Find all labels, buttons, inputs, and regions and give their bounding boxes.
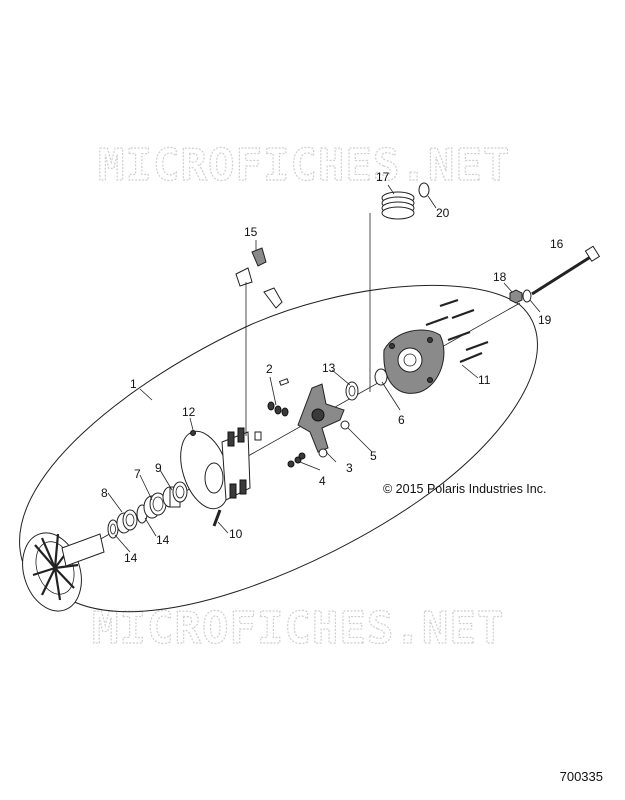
bolt-16 xyxy=(531,245,601,296)
screw-10 xyxy=(212,509,222,527)
callout-10: 10 xyxy=(229,527,243,541)
watermark-bottom: MICROFICHES.NET xyxy=(92,603,504,654)
fittings-15 xyxy=(235,247,283,309)
assembly-outline xyxy=(19,284,538,613)
bolts-11 xyxy=(425,298,489,364)
callout-2: 2 xyxy=(266,362,273,376)
callout-20: 20 xyxy=(436,206,450,220)
callout-9: 9 xyxy=(155,461,162,475)
callout-14-right: 14 xyxy=(156,533,170,547)
spring-17 xyxy=(381,191,415,220)
callout-14-left: 14 xyxy=(124,551,138,565)
callout-5: 5 xyxy=(370,449,377,463)
callout-15: 15 xyxy=(244,225,258,239)
callout-7: 7 xyxy=(134,467,141,481)
cover xyxy=(383,329,445,394)
spring-seat-13 xyxy=(345,381,359,401)
o-ring-20 xyxy=(418,182,430,198)
callout-18: 18 xyxy=(493,270,507,284)
callout-16: 16 xyxy=(550,237,564,251)
callout-6: 6 xyxy=(398,413,405,427)
bushing-8 xyxy=(116,509,138,534)
callout-12: 12 xyxy=(182,405,196,419)
callout-17: 17 xyxy=(376,170,390,184)
bushing-7 xyxy=(143,492,167,519)
document-number: 700335 xyxy=(559,769,603,784)
washer-19 xyxy=(522,289,532,303)
callout-3: 3 xyxy=(346,461,353,475)
callout-1: 1 xyxy=(130,377,137,391)
callout-11: 11 xyxy=(478,373,491,387)
spacer-9 xyxy=(162,481,188,508)
copyright-notice: © 2015 Polaris Industries Inc. xyxy=(383,482,547,496)
nut-18 xyxy=(509,289,523,304)
moveable-sheave xyxy=(180,427,251,510)
callout-13: 13 xyxy=(322,361,336,375)
stationary-sheave xyxy=(22,532,105,612)
callout-4: 4 xyxy=(319,474,326,488)
weight-pins-2 xyxy=(254,378,290,441)
callout-8: 8 xyxy=(101,486,108,500)
callout-19: 19 xyxy=(538,313,552,327)
rollers-4 xyxy=(287,452,306,468)
spider-3 xyxy=(297,383,350,458)
watermark-top: MICROFICHES.NET xyxy=(98,140,510,191)
bushing-6 xyxy=(374,368,388,386)
leader-lines xyxy=(107,184,541,553)
washer-14-left xyxy=(107,519,119,539)
